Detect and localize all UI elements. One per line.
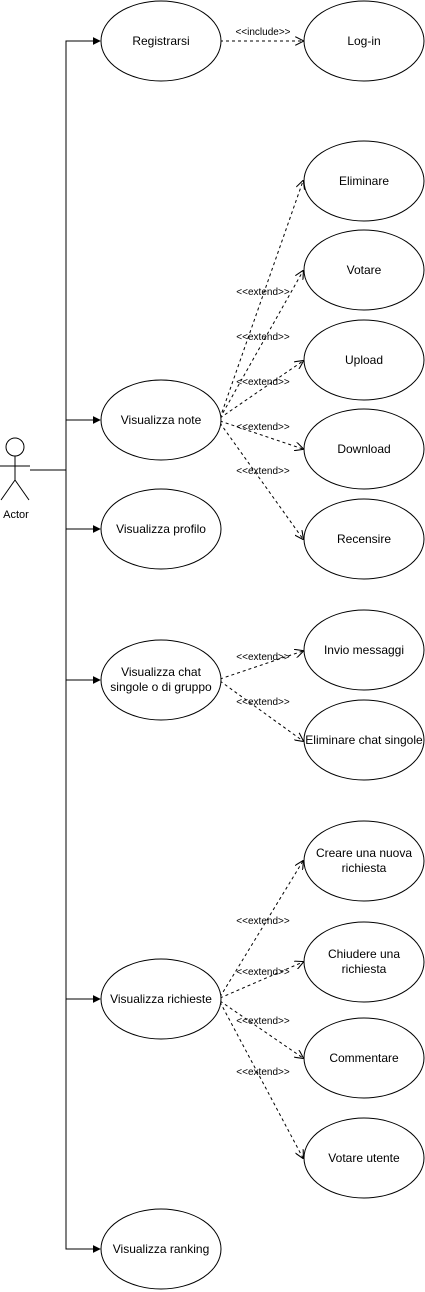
use-case-chiudere-richiesta[interactable]: Chiudere una richiesta bbox=[303, 921, 425, 1003]
association-registrarsi bbox=[30, 37, 101, 471]
actor-right-leg bbox=[14, 479, 30, 501]
extend-line-commentare bbox=[219, 1000, 303, 1058]
extend-label-eliminare-chat: <<extend>> bbox=[236, 697, 290, 708]
svg-text:Visualizza richieste: Visualizza richieste bbox=[110, 992, 212, 1006]
extend-line-invio-messaggi bbox=[219, 651, 303, 680]
use-case-download[interactable]: Download bbox=[303, 408, 425, 490]
extend-line-download bbox=[219, 420, 303, 449]
svg-text:Visualizza profilo: Visualizza profilo bbox=[116, 522, 206, 536]
extend-line-recensire bbox=[219, 422, 303, 539]
use-case-votare-utente[interactable]: Votare utente bbox=[303, 1117, 425, 1199]
extend-line-votare bbox=[219, 271, 303, 419]
svg-text:Log-in: Log-in bbox=[347, 34, 380, 48]
extend-label-upload: <<extend>> bbox=[236, 377, 290, 388]
association-visualizza-chat bbox=[65, 529, 101, 684]
use-case-visualizza-profilo[interactable]: Visualizza profilo bbox=[100, 488, 222, 570]
svg-text:Eliminare: Eliminare bbox=[339, 174, 389, 188]
svg-text:Votare: Votare bbox=[347, 263, 382, 277]
svg-text:Invio messaggi: Invio messaggi bbox=[324, 643, 404, 657]
use-case-votare[interactable]: Votare bbox=[303, 229, 425, 311]
actor-label: Actor bbox=[3, 509, 29, 521]
association-visualizza-profilo bbox=[65, 470, 101, 533]
svg-text:Visualizza ranking: Visualizza ranking bbox=[113, 1242, 210, 1256]
use-case-visualizza-note[interactable]: Visualizza note bbox=[100, 379, 222, 461]
use-case-eliminare[interactable]: Eliminare bbox=[303, 140, 425, 222]
relation-labels: <<include>> <<extend>> <<extend>> <<exte… bbox=[235, 27, 290, 1078]
svg-text:Commentare: Commentare bbox=[329, 1051, 399, 1065]
use-case-recensire[interactable]: Recensire bbox=[303, 498, 425, 580]
svg-text:Eliminare chat singole: Eliminare chat singole bbox=[305, 733, 423, 747]
svg-text:Download: Download bbox=[337, 442, 390, 456]
use-case-upload[interactable]: Upload bbox=[303, 319, 425, 401]
use-cases: Registrarsi Log-in Visualizza note Elimi… bbox=[100, 0, 425, 1290]
extend-label-download: <<extend>> bbox=[236, 422, 290, 433]
use-case-eliminare-chat[interactable]: Eliminare chat singole bbox=[303, 699, 425, 781]
extend-line-creare-richiesta bbox=[219, 861, 303, 998]
svg-text:Creare una nuova: Creare una nuova bbox=[316, 846, 412, 860]
svg-text:Visualizza note: Visualizza note bbox=[121, 413, 202, 427]
actor: Actor bbox=[0, 437, 30, 521]
svg-text:Upload: Upload bbox=[345, 353, 383, 367]
actor-associations bbox=[30, 37, 101, 1253]
dashed-relations bbox=[219, 41, 303, 1158]
extend-label-votare: <<extend>> bbox=[236, 332, 290, 343]
extend-label-votare-utente: <<extend>> bbox=[236, 1067, 290, 1078]
use-case-commentare[interactable]: Commentare bbox=[303, 1017, 425, 1099]
svg-text:Chiudere una: Chiudere una bbox=[328, 947, 400, 961]
svg-text:Visualizza chat: Visualizza chat bbox=[121, 665, 201, 679]
use-case-visualizza-chat[interactable]: Visualizza chat singole o di gruppo bbox=[100, 639, 222, 721]
svg-text:richiesta: richiesta bbox=[342, 861, 387, 875]
extend-label-commentare: <<extend>> bbox=[236, 1016, 290, 1027]
include-label: <<include>> bbox=[235, 27, 290, 38]
extend-label-recensire: <<extend>> bbox=[236, 466, 290, 477]
use-case-invio-messaggi[interactable]: Invio messaggi bbox=[303, 609, 425, 691]
use-case-creare-richiesta[interactable]: Creare una nuova richiesta bbox=[303, 820, 425, 902]
use-case-visualizza-ranking[interactable]: Visualizza ranking bbox=[100, 1208, 222, 1290]
svg-text:singole o di gruppo: singole o di gruppo bbox=[110, 680, 212, 694]
extend-label-invio-messaggi: <<extend>> bbox=[236, 652, 290, 663]
association-visualizza-richieste bbox=[65, 680, 101, 1003]
extend-label-creare-richiesta: <<extend>> bbox=[236, 916, 290, 927]
use-case-visualizza-richieste[interactable]: Visualizza richieste bbox=[100, 958, 222, 1040]
use-case-login[interactable]: Log-in bbox=[303, 0, 425, 82]
svg-text:Votare utente: Votare utente bbox=[328, 1151, 400, 1165]
svg-text:richiesta: richiesta bbox=[342, 962, 387, 976]
svg-text:Registrarsi: Registrarsi bbox=[132, 34, 189, 48]
use-case-registrarsi[interactable]: Registrarsi bbox=[100, 0, 222, 82]
extend-label-eliminare: <<extend>> bbox=[236, 287, 290, 298]
association-visualizza-ranking bbox=[65, 999, 101, 1253]
svg-text:Recensire: Recensire bbox=[337, 532, 391, 546]
actor-head bbox=[5, 437, 25, 457]
extend-line-eliminare-chat bbox=[219, 680, 303, 741]
extend-label-chiudere-richiesta: <<extend>> bbox=[236, 967, 290, 978]
extend-line-upload bbox=[219, 361, 303, 419]
actor-left-leg bbox=[0, 479, 16, 501]
